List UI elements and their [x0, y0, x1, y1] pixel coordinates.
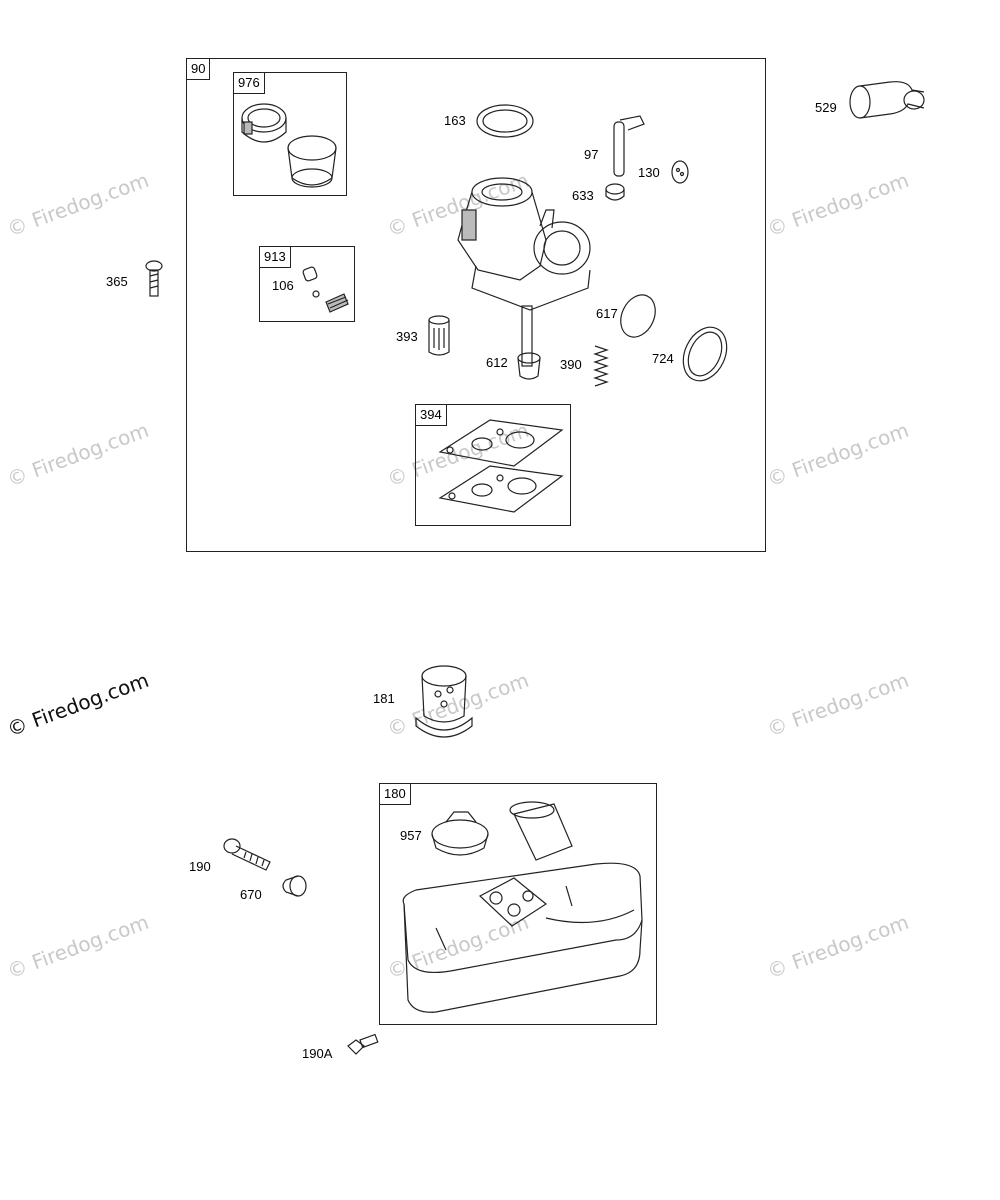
watermark: © Firedog.com — [3, 909, 152, 984]
watermark: © Firedog.com — [763, 417, 912, 492]
group-913-frame: 913 — [259, 246, 355, 322]
label-529: 529 — [815, 100, 837, 115]
bolt-190-icon — [223, 838, 271, 871]
diaphragm-gasket-icon — [438, 419, 564, 513]
gasket-ring-icon — [476, 104, 534, 138]
needle-valve-icon — [302, 266, 349, 313]
group-913-tag: 913 — [259, 246, 291, 268]
label-163: 163 — [444, 113, 466, 128]
label-190a: 190A — [302, 1046, 333, 1061]
label-633: 633 — [572, 188, 594, 203]
spacer-670-icon — [282, 875, 307, 897]
watermark: © Firedog.com — [3, 167, 152, 242]
carburetor-body-icon — [457, 177, 591, 367]
group-976-tag: 976 — [233, 72, 265, 94]
label-190: 190 — [189, 859, 211, 874]
screw-190a-icon — [347, 1033, 379, 1055]
group-180-frame: 180 — [379, 783, 657, 1025]
fuel-tank-icon — [402, 801, 643, 1013]
watermark: © Firedog.com — [763, 667, 912, 742]
air-filter-ring-icon — [241, 103, 337, 188]
watermark: © Firedog.com — [763, 909, 912, 984]
group-180-tag: 180 — [379, 783, 411, 805]
label-106: 106 — [272, 278, 294, 293]
label-670: 670 — [240, 887, 262, 902]
group-90-tag: 90 — [186, 58, 211, 80]
group-90-frame: 90 — [186, 58, 766, 552]
throttle-plate-icon — [671, 160, 689, 184]
label-365: 365 — [106, 274, 128, 289]
group-394-frame: 394 — [415, 404, 571, 526]
watermark: © Firedog.com — [3, 417, 152, 492]
elbow-fitting-icon — [849, 81, 925, 119]
watermark: © Firedog.com — [763, 167, 912, 242]
watermark-dark: © Firedog.com — [3, 667, 152, 742]
screw-icon — [145, 260, 163, 297]
label-724: 724 — [652, 351, 674, 366]
group-976-frame: 976 — [233, 72, 347, 196]
gasket-724-icon — [682, 326, 728, 382]
label-130: 130 — [638, 165, 660, 180]
label-957: 957 — [400, 828, 422, 843]
o-ring-617-icon — [620, 294, 656, 338]
label-617: 617 — [596, 306, 618, 321]
jet-sleeve-icon — [428, 315, 450, 356]
label-390: 390 — [560, 357, 582, 372]
label-612: 612 — [486, 355, 508, 370]
group-394-tag: 394 — [415, 404, 447, 426]
throttle-shaft-icon — [613, 115, 645, 177]
fuel-cap-181-icon — [415, 665, 473, 738]
label-181: 181 — [373, 691, 395, 706]
label-393: 393 — [396, 329, 418, 344]
label-97: 97 — [584, 147, 599, 162]
emulsion-tube-icon — [517, 352, 541, 380]
spring-390-icon — [593, 345, 609, 387]
seal-icon — [605, 183, 625, 201]
